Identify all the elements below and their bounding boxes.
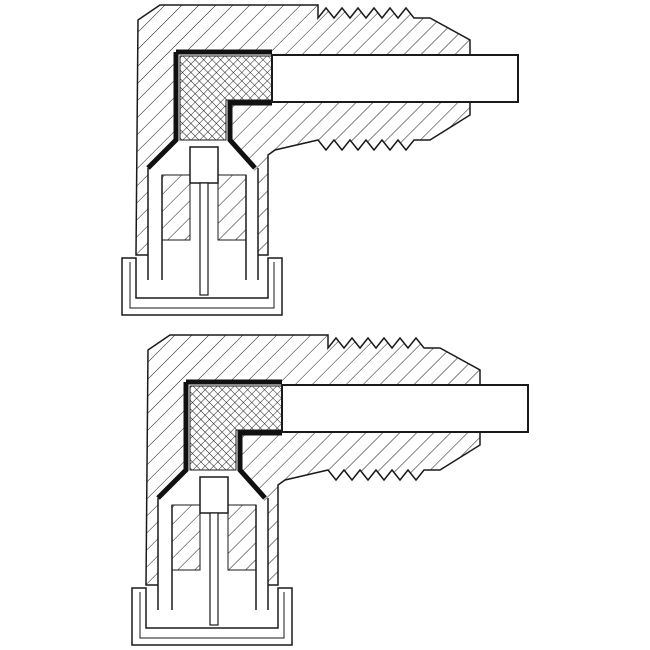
seal-outline: [156, 379, 282, 500]
cable-outer: [271, 54, 519, 103]
sleeve-walls: [147, 168, 259, 280]
contact-pin: [199, 182, 209, 296]
socket-base: [121, 257, 283, 316]
seal-outline: [146, 49, 272, 170]
contact-head: [199, 476, 229, 514]
connector-section-lower: [131, 334, 529, 646]
cable-outer: [281, 384, 529, 433]
contact-pin: [209, 512, 219, 626]
connector-section-upper: [121, 4, 519, 316]
socket-inner: [139, 592, 285, 639]
sleeve-walls: [157, 498, 269, 610]
socket-inner: [129, 262, 275, 309]
socket-base: [131, 587, 293, 646]
contact-head: [189, 146, 219, 184]
